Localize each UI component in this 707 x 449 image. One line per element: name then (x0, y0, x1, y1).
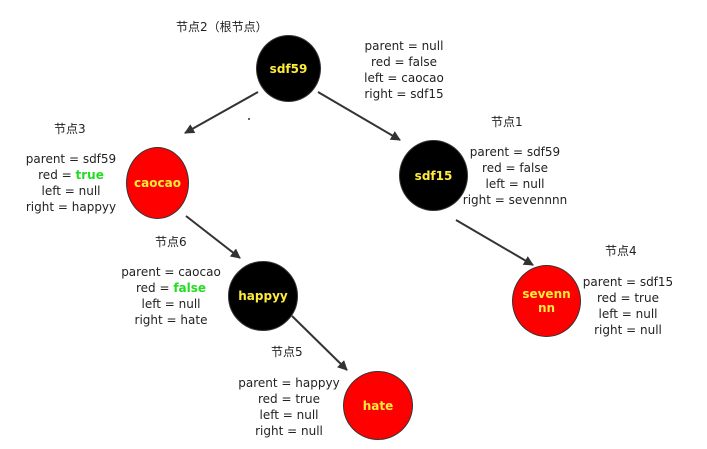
node-sdf15-label: sdf15 (414, 168, 453, 183)
stray-dot (248, 118, 250, 120)
node2-left: left = caocao (364, 71, 444, 85)
node3-red-prefix: red = (38, 168, 76, 182)
node1-parent: parent = sdf59 (469, 145, 561, 159)
node-sevennnn-label-line2: nn (537, 301, 556, 315)
node6-red-value: false (173, 281, 207, 295)
node-happyy: happyy (228, 261, 298, 331)
node2-right: right = sdf15 (364, 87, 444, 101)
node5-parent: parent = happyy (238, 376, 340, 390)
node1-left: left = null (485, 177, 545, 191)
node1-title: 节点1 (491, 115, 523, 129)
node6-red-prefix: red = (135, 281, 174, 295)
node6-title: 节点6 (155, 235, 187, 249)
node2-parent: parent = null (364, 39, 444, 53)
node4-left: left = null (598, 307, 658, 321)
node2-red: red = false (371, 55, 437, 69)
node4-red: red = true (597, 291, 659, 305)
node6-parent: parent = caocao (121, 265, 221, 279)
node1-props: parent = sdf59 red = false left = null r… (460, 144, 570, 208)
node3-red: red = true (22, 167, 120, 183)
node3-props: parent = sdf59 red = true left = null ri… (22, 151, 120, 215)
edge-sdf59-sdf15 (317, 91, 401, 141)
node-happyy-label: happyy (238, 289, 288, 303)
node3-red-value: true (75, 168, 104, 182)
node-caocao: caocao (126, 147, 189, 219)
node5-red: red = true (258, 392, 320, 406)
node1-red: red = false (482, 161, 548, 175)
edge-caocao-happyy (185, 215, 241, 259)
node4-right: right = null (594, 323, 662, 337)
node-sevennnn-label-line1: sevenn (522, 287, 571, 301)
node2-props: parent = null red = false left = caocao … (358, 38, 450, 102)
node3-right: right = happyy (25, 200, 117, 214)
node4-parent: parent = sdf15 (582, 275, 674, 289)
node-sdf59: sdf59 (256, 35, 321, 102)
node5-props: parent = happyy red = true left = null r… (234, 375, 344, 439)
node5-right: right = null (255, 424, 323, 438)
node4-props: parent = sdf15 red = true left = null ri… (578, 274, 678, 338)
node6-red: red = false (118, 280, 224, 296)
node6-left: left = null (141, 297, 201, 311)
node4-title: 节点4 (605, 244, 637, 258)
node-caocao-label: caocao (134, 176, 181, 190)
node6-right: right = hate (134, 313, 208, 327)
node3-left: left = null (41, 184, 101, 198)
edge-happyy-hate (291, 315, 348, 371)
node3-parent: parent = sdf59 (25, 152, 117, 166)
node3-title: 节点3 (54, 122, 86, 136)
node-sdf15: sdf15 (399, 140, 468, 211)
node5-title: 节点5 (271, 345, 303, 359)
edge-sdf59-caocao (184, 91, 259, 134)
node6-props: parent = caocao red = false left = null … (118, 264, 224, 328)
node2-title: 节点2（根节点） (176, 20, 268, 34)
edge-sdf15-sevennnn (455, 219, 534, 266)
node-hate-label: hate (362, 398, 394, 413)
node-hate: hate (343, 371, 413, 440)
node-sdf59-label: sdf59 (269, 61, 308, 76)
node1-right: right = sevennnn (462, 193, 568, 207)
node5-left: left = null (259, 408, 319, 422)
